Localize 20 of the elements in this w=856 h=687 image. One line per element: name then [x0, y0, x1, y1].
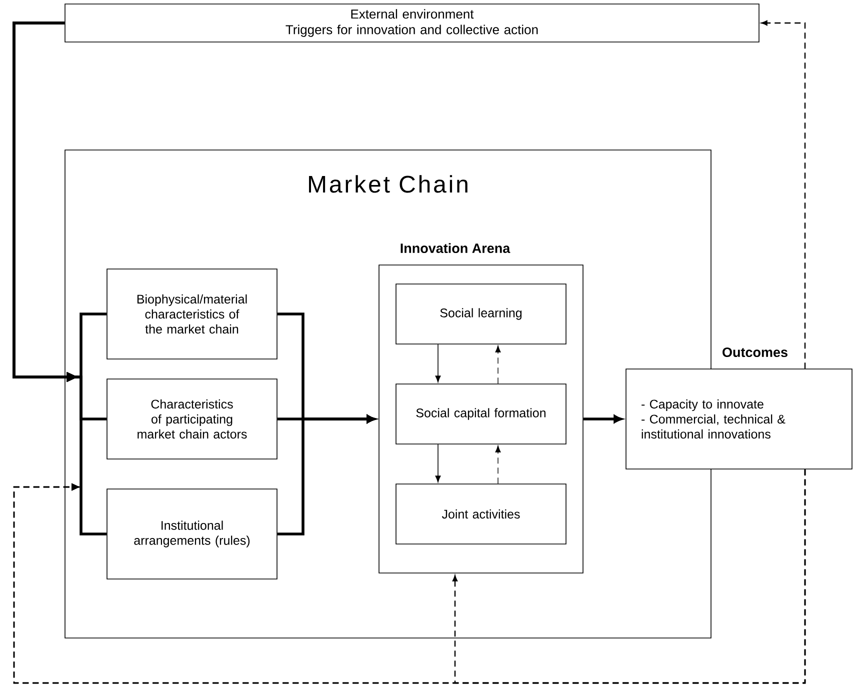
arrow [435, 444, 441, 482]
arrow [435, 344, 441, 382]
arrow [583, 415, 622, 423]
process-box: Biophysical/material characteristics of the market chain [106, 268, 278, 360]
process-box: Characteristics of participating market chain actors [106, 378, 278, 460]
heading: Market Chain [309, 175, 468, 193]
process-box: Joint activities [396, 484, 566, 544]
process-box: Social learning [396, 284, 566, 344]
arrow [12, 22, 107, 536]
heading: Innovation Arena [400, 243, 510, 254]
process-box: Institutional arrangements (rules) [106, 488, 278, 580]
process-box: Social capital formation [396, 384, 566, 444]
arrow [277, 415, 376, 536]
heading: Outcomes [722, 348, 788, 358]
environment-box: External environment Triggers for innovation and collective action [64, 4, 760, 42]
arrow [495, 345, 501, 384]
outcomes-box: - Capacity to innovate - Commercial, technical & institutional innovations [626, 368, 852, 470]
arrow [13, 469, 806, 684]
arrow [495, 445, 501, 484]
arrow [761, 20, 806, 369]
